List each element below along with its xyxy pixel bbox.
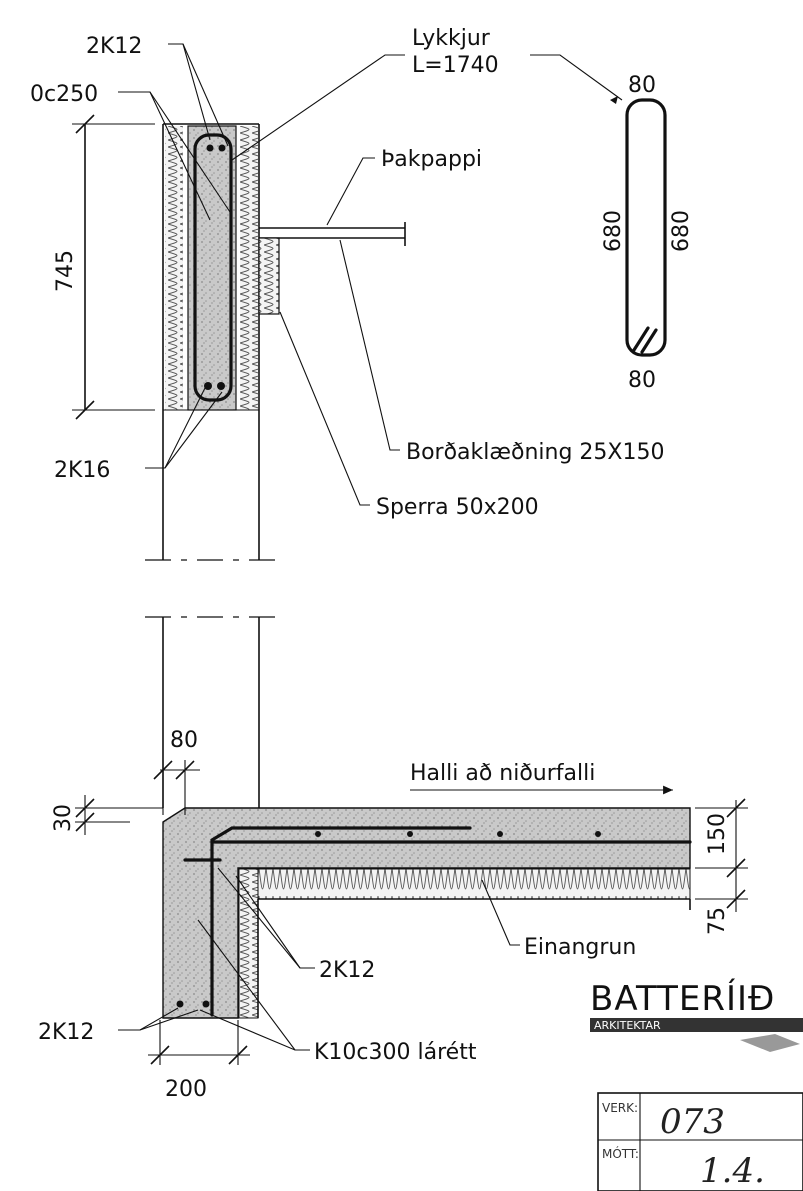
label-horizontal-rebar: K10c300 lárétt bbox=[314, 1040, 477, 1065]
label-stirrup-spacing: 0c250 bbox=[30, 82, 98, 107]
label-rebar-bottom: 2K16 bbox=[54, 458, 110, 483]
company-sub: ARKITEKTAR bbox=[594, 1019, 661, 1032]
label-loop-length: L=1740 bbox=[412, 53, 499, 78]
dim-loop-right: 680 bbox=[669, 210, 694, 252]
label-rebar-inner: 2K12 bbox=[319, 958, 375, 983]
label-roofing-felt: Þakpappi bbox=[381, 147, 482, 172]
dim-offset: 30 bbox=[51, 804, 76, 832]
dim-corner: 80 bbox=[170, 728, 198, 753]
label-slope: Halli að niðurfalli bbox=[410, 761, 595, 786]
outer-insulation bbox=[165, 126, 183, 410]
label-rebar-top: 2K12 bbox=[86, 34, 142, 59]
logo-mark bbox=[740, 1034, 800, 1052]
dim-slab: 150 bbox=[705, 813, 730, 855]
label-insulation: Einangrun bbox=[524, 935, 636, 960]
loop-detail: 80 680 680 80 bbox=[530, 54, 694, 393]
loop-shape bbox=[625, 98, 667, 357]
inner-insulation bbox=[240, 126, 258, 410]
slab-insulation bbox=[257, 868, 691, 900]
title-block: BATTERÍIÐ ARKITEKTAR VERK: 073 MÓTT: 1.4… bbox=[590, 978, 803, 1191]
dim-wall-width: 200 bbox=[165, 1077, 207, 1102]
dim-insulation: 75 bbox=[705, 907, 730, 935]
field-project-label: VERK: bbox=[602, 1101, 638, 1115]
slab-section: 80 30 Halli að niðurfalli 150 75 Einangr… bbox=[38, 616, 748, 1102]
field-project-value: 073 bbox=[660, 1102, 725, 1142]
label-rebar-outer: 2K12 bbox=[38, 1020, 94, 1045]
dim-loop-bottom: 80 bbox=[628, 368, 656, 393]
label-rafter: Sperra 50x200 bbox=[376, 495, 539, 520]
label-loops: Lykkjur bbox=[412, 26, 491, 51]
field-received-value: 1.4. bbox=[700, 1151, 765, 1191]
company-logo: BATTERÍIÐ bbox=[590, 978, 775, 1019]
rafter-block bbox=[258, 237, 280, 315]
field-received-label: MÓTT: bbox=[602, 1146, 639, 1161]
label-height-dim: 745 bbox=[53, 250, 78, 292]
logo-band bbox=[590, 1018, 803, 1032]
wall-insulation bbox=[238, 868, 259, 1019]
wall-section: 2K12 0c250 745 2K16 Lykkjur L=1740 Þakpa… bbox=[30, 26, 664, 561]
dim-loop-left: 680 bbox=[601, 210, 626, 252]
label-cladding: Borðaklæðning 25X150 bbox=[406, 440, 664, 465]
loop-stirrup bbox=[193, 133, 233, 402]
dim-loop-top: 80 bbox=[628, 73, 656, 98]
